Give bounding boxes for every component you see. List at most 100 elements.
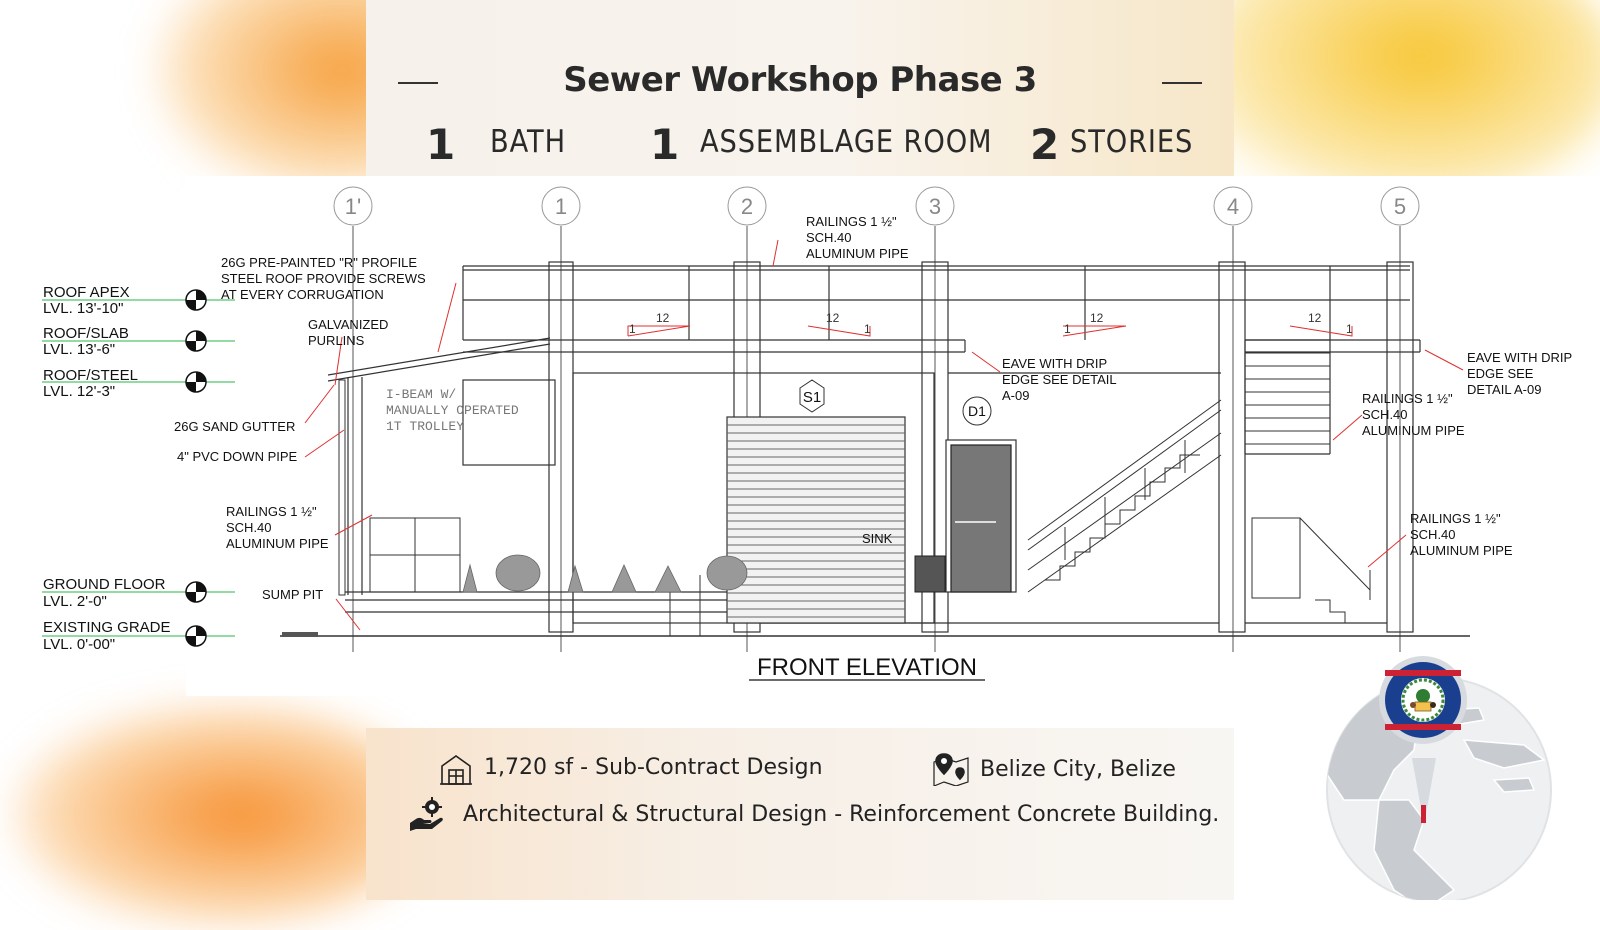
leader-line [437,282,457,353]
grid-bubble-label: 4 [1227,194,1239,219]
building-icon [440,755,472,785]
note-eave-center: EDGE SEE DETAIL [1002,372,1117,387]
slope-marker [627,325,691,337]
slope-rise: 1 [864,322,871,336]
shed-roof [327,337,551,376]
leader-line [304,384,335,424]
grid-bubble-label: 5 [1394,194,1406,219]
level-name: ROOF/SLAB [43,325,129,342]
slope-rise: 1 [629,322,636,336]
level-marker [185,330,207,352]
note-eave-center: EAVE WITH DRIP [1002,356,1107,371]
leader-line [971,351,1001,373]
note-sump: SUMP PIT [262,587,323,602]
level-value: LVL. 0'-00" [43,636,115,653]
hand-gear-icon [410,797,443,831]
slope-run: 12 [656,311,670,325]
i-beam-trolley-box [462,379,556,466]
level-name: ROOF APEX [43,284,130,301]
map-island [1462,739,1546,769]
grid-bubble-label: 2 [741,194,753,219]
note-railings-right-upper: SCH.40 [1362,407,1408,422]
note-eave-right: EAVE WITH DRIP [1467,350,1572,365]
stair-stringer [1027,454,1222,593]
stat-bath-number: 1 [426,120,456,169]
stair-handrail [1027,399,1222,541]
stat-assemblage-number: 1 [650,120,680,169]
note-trolley: 1T TROLLEY [386,419,464,434]
location-map [1326,656,1552,900]
level-value: LVL. 13'-10" [43,300,123,317]
grid-bubble [333,186,373,226]
level-marker [185,289,207,311]
level-name: EXISTING GRADE [43,619,171,636]
door-tag-label: D1 [968,403,986,419]
door-tag [962,396,992,426]
note-trolley: MANUALLY OPERATED [386,403,519,418]
note-roof-profile: STEEL ROOF PROVIDE SCREWS [221,271,426,286]
note-roof-profile: AT EVERY CORRUGATION [221,287,384,302]
footer-panel [366,728,1234,900]
level-name: ROOF/STEEL [43,367,138,384]
door [950,444,1012,593]
grid-bubble [727,186,767,226]
grid-bubble [541,186,581,226]
level-marker [185,625,207,647]
slope-run: 12 [826,311,840,325]
slope-marker [1062,325,1127,337]
map-landmass [1373,799,1456,900]
level-value: LVL. 2'-0" [43,593,107,610]
column [1386,261,1414,633]
slope-marker [807,325,871,337]
down-pipe [338,379,346,596]
stat-stories-label: STORIES [1070,124,1194,160]
slope-marker [1289,325,1353,337]
column [1218,261,1246,633]
level-name: GROUND FLOOR [43,576,166,593]
note-railings-left: RAILINGS 1 ½" [226,504,317,519]
grid-bubble [1380,186,1420,226]
note-railings-right-lower: RAILINGS 1 ½" [1410,511,1501,526]
note-railings-right-upper: RAILINGS 1 ½" [1362,391,1453,406]
leader-line [772,239,779,267]
grade-hatch [282,632,318,637]
shutter-tag [799,379,825,413]
note-gutter: 26G SAND GUTTER [174,419,295,434]
stat-stories-number: 2 [1030,120,1060,169]
roll-up-shutter [726,416,906,624]
grid-bubble [1213,186,1253,226]
slope-rise: 1 [1346,322,1353,336]
belize-highlight [1421,805,1426,823]
leader-line [334,336,343,386]
map-pin-icon [933,753,969,786]
leader-line [1424,349,1464,371]
note-eave-right: DETAIL A-09 [1467,382,1541,397]
note-purlins: GALVANIZED [308,317,388,332]
note-railings-top: SCH.40 [806,230,852,245]
note-railings-top: RAILINGS 1 ½" [806,214,897,229]
slope-run: 12 [1090,311,1104,325]
orange-watercolor-splash [10,700,430,930]
note-railings-right-upper: ALUMINUM PIPE [1362,423,1465,438]
note-railings-right-lower: SCH.40 [1410,527,1456,542]
note-trolley: I-BEAM W/ [386,387,456,402]
page-title: Sewer Workshop Phase 3 [563,60,1037,100]
level-marker [185,371,207,393]
note-railings-left: SCH.40 [226,520,272,535]
grid-bubble [915,186,955,226]
stat-assemblage-label: ASSEMBLAGE ROOM [700,124,993,160]
belize-flag-icon [1379,656,1467,744]
leader-line [304,429,345,458]
map-island [1492,777,1536,793]
leader-line [335,598,361,631]
title-rule-left [398,82,438,84]
level-value: LVL. 12'-3" [43,383,115,400]
header-panel [366,0,1234,178]
level-value: LVL. 13'-6" [43,341,115,358]
leader-line [1332,414,1363,441]
project-location: Belize City, Belize [980,757,1176,782]
shutter-tag-label: S1 [803,389,821,406]
shrubs [462,554,748,593]
grid-bubble-label: 3 [929,194,941,219]
note-down-pipe: 4" PVC DOWN PIPE [177,449,298,464]
